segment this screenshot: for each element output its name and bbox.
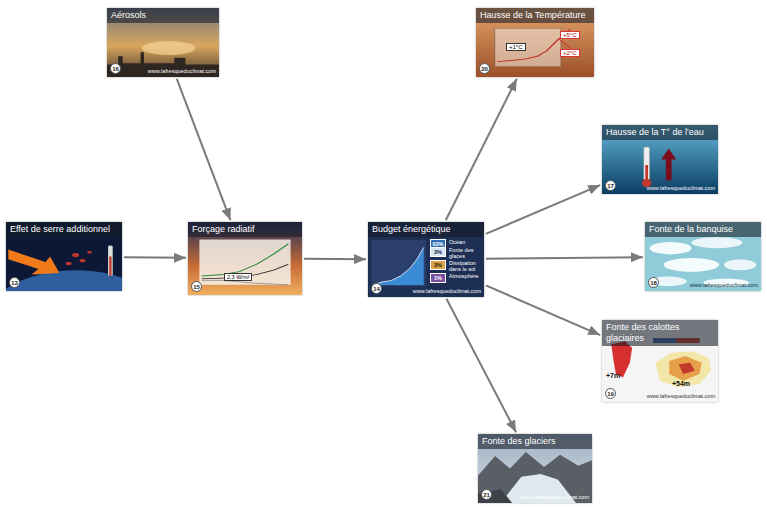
card-number: 17 — [605, 180, 616, 191]
card-label: Atmosphère — [449, 273, 483, 279]
card-label: 1% — [430, 273, 446, 283]
fresk-card: Effet de serre additionnel 13 — [6, 222, 122, 291]
card-number: 21 — [481, 489, 492, 500]
fresk-card: Forçage radiatif 15 2,3 W/m² — [188, 222, 302, 295]
watermark: www.lafresqueduclimat.com — [647, 185, 715, 191]
card-label: +5°C — [560, 31, 580, 40]
card-number: 19 — [605, 388, 616, 399]
fresk-card: Fonte des calottes glaciaires 19 +7m +54m ww… — [602, 320, 718, 402]
card-number: 13 — [9, 277, 20, 288]
arrow — [446, 79, 517, 220]
arrow — [446, 299, 516, 432]
arrow — [486, 257, 643, 259]
card-label: Fonte des glaces — [449, 247, 483, 259]
card-label: +1°C — [506, 43, 526, 52]
card-title: Budget énergétique — [368, 222, 484, 237]
card-label: 3% — [430, 247, 446, 257]
card-label: +2°C — [560, 49, 580, 58]
arrow — [304, 258, 366, 260]
fresk-card: Aérosols 16 www.lafresqueduclimat.com — [107, 8, 219, 77]
fresk-card: Hausse de la T° de l'eau 17 www.lafresqued… — [602, 125, 718, 194]
arrow — [177, 79, 231, 220]
watermark: www.lafresqueduclimat.com — [690, 282, 758, 288]
card-number: 16 — [110, 63, 121, 74]
fresk-card: Hausse de la Température 20 +1°C +5°C +2°C — [476, 8, 594, 77]
card-number: 15 — [191, 281, 202, 292]
card-title: Effet de serre additionnel — [6, 222, 122, 237]
watermark: www.lafresqueduclimat.com — [521, 494, 589, 500]
card-label: 2,3 W/m² — [224, 273, 252, 281]
watermark: www.lafresqueduclimat.com — [148, 68, 216, 74]
watermark: www.lafresqueduclimat.com — [413, 288, 481, 294]
card-title: Fonte des calottes glaciaires — [602, 320, 718, 346]
arrow — [486, 285, 600, 335]
card-number: 14 — [371, 283, 382, 294]
card-title: Fonte des glaciers — [478, 434, 592, 449]
card-title: Forçage radiatif — [188, 222, 302, 237]
card-number: 20 — [479, 63, 490, 74]
card-label: +7m — [606, 372, 620, 380]
fresk-card: Budget énergétique1493%Océan3%Fonte des … — [368, 222, 484, 297]
card-number: 18 — [648, 277, 659, 288]
card-title: Hausse de la Température — [476, 8, 594, 23]
card-title: Fonte de la banquise — [645, 222, 761, 237]
card-label: 3% — [430, 260, 446, 270]
card-title: Aérosols — [107, 8, 219, 23]
fresk-card: Fonte des glaciers 21 www.lafresqueduclima… — [478, 434, 592, 503]
watermark: www.lafresqueduclimat.com — [647, 393, 715, 399]
fresk-card: Fonte de la banquise 18 www.lafresqueducli… — [645, 222, 761, 291]
card-label: Océan — [449, 239, 483, 245]
arrow — [486, 185, 600, 234]
card-label: Dissipation dans le sol — [449, 260, 483, 272]
arrow — [124, 256, 186, 259]
card-label: +54m — [672, 380, 690, 388]
card-title: Hausse de la T° de l'eau — [602, 125, 718, 140]
